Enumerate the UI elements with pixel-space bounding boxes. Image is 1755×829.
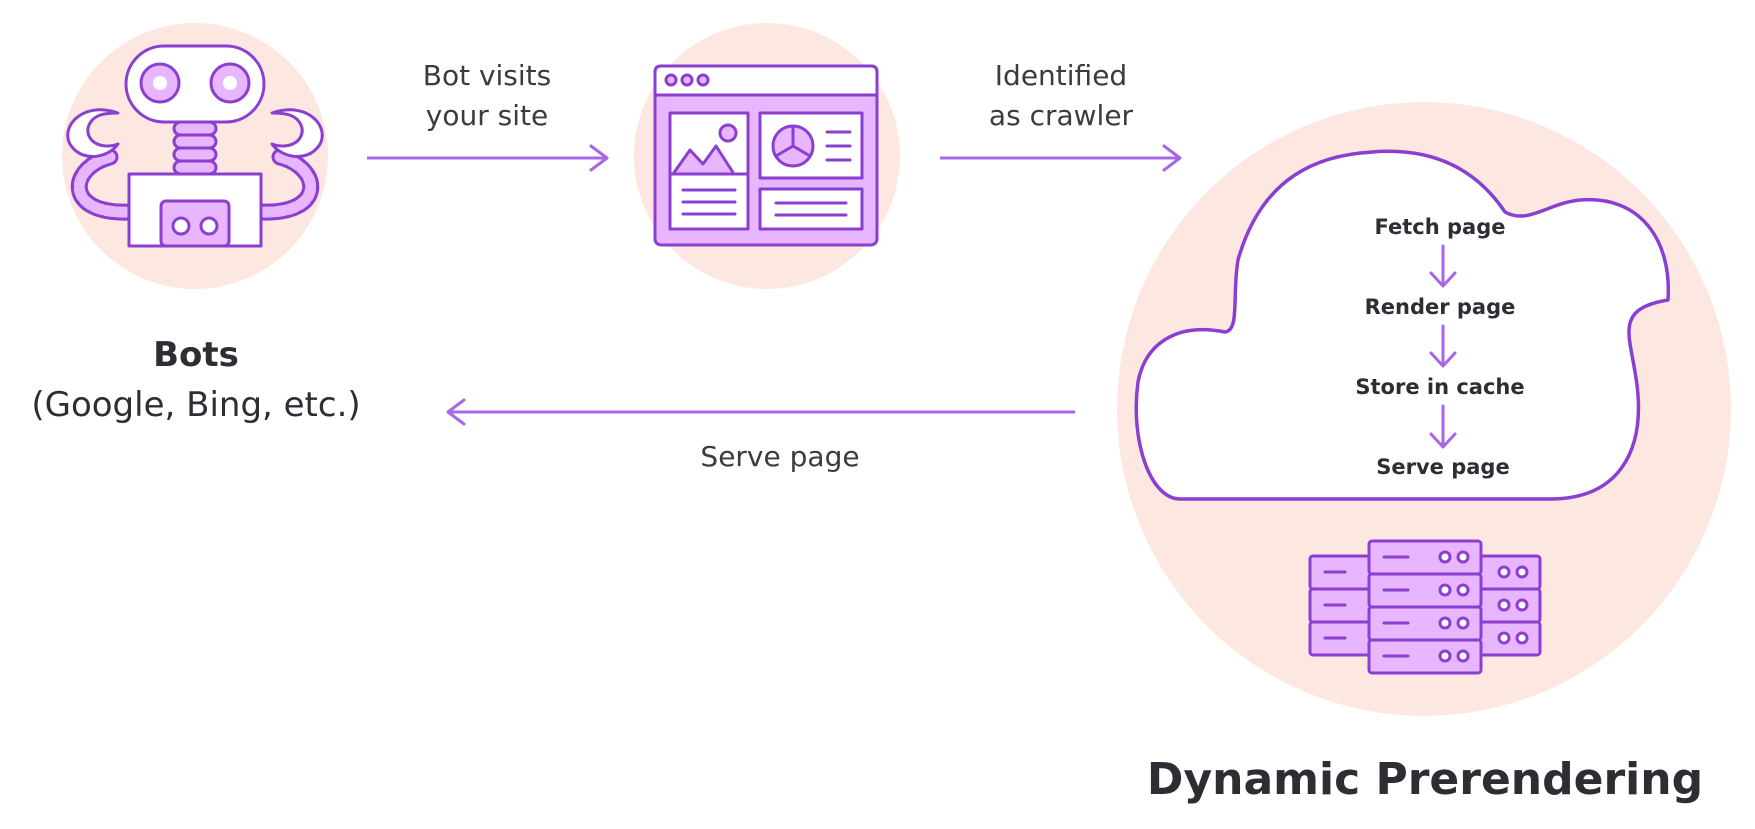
robot-icon: [66, 44, 324, 248]
identified-label-line1: Identified: [995, 59, 1127, 92]
step-down-arrow: [1429, 324, 1457, 368]
cloud-step-render: Render page: [1365, 295, 1516, 319]
serve-page-label: Serve page: [700, 440, 859, 473]
bots-subtitle: (Google, Bing, etc.): [31, 385, 360, 425]
bot-visits-label-line2: your site: [426, 99, 548, 132]
browser-window-icon: [653, 64, 879, 247]
cloud-step-store: Store in cache: [1355, 375, 1524, 399]
step-down-arrow: [1429, 244, 1457, 288]
bot-visits-label-line1: Bot visits: [423, 59, 552, 92]
cloud-step-fetch: Fetch page: [1375, 215, 1506, 239]
cloud-step-serve: Serve page: [1376, 455, 1509, 479]
identified-label-line2: as crawler: [989, 99, 1134, 132]
server-rack-icon: [1308, 539, 1542, 675]
cloud-icon: [1134, 149, 1671, 501]
cloud-step-arrows: [1429, 244, 1457, 449]
dynamic-prerendering-title: Dynamic Prerendering: [1147, 754, 1703, 805]
step-down-arrow: [1429, 404, 1457, 449]
bots-title: Bots: [153, 335, 239, 375]
